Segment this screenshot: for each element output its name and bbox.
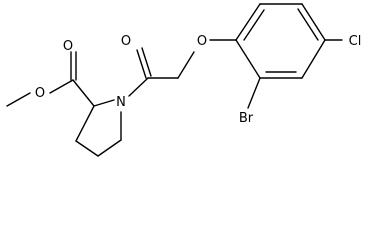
atom-label-ester-methoxy-o: O [35, 86, 45, 101]
bond-ring-c3-c4 [301, 39, 326, 79]
bond-ring-c6-c1 [235, 3, 261, 41]
bond-n-amide-c [128, 77, 149, 97]
atom-label-cl: Cl [349, 34, 362, 49]
bond-c2-n [93, 99, 115, 107]
atom-label-ring-n: N [116, 95, 126, 110]
atom-label-amide-o: O [121, 34, 131, 49]
bond-c4-c3 [75, 140, 99, 157]
atom-label-ether-o: O [197, 34, 207, 49]
bond-ring-c4-c5 [301, 3, 326, 41]
bond-c-br [247, 77, 261, 109]
bond-ring-c6-c1-inner [243, 9, 265, 41]
bond-methyl-o [6, 92, 31, 107]
bond-c5-c4 [97, 139, 122, 157]
bond-ring-c1-c2 [235, 39, 261, 79]
bond-carbonyl-c2 [72, 79, 95, 107]
molecule-diagram: O O N O O Br Cl [6, 3, 362, 157]
bond-amide-double-1 [136, 49, 147, 79]
bond-ch2-o [177, 51, 195, 79]
bond-amide-double-2 [141, 47, 152, 77]
bond-c3-c2 [75, 105, 95, 142]
bond-o-carbonyl [49, 79, 74, 94]
atom-label-ester-carbonyl-o: O [63, 39, 73, 54]
bond-ring-c4-c5-inner [297, 8, 319, 41]
atom-label-br: Br [239, 111, 254, 126]
structure-svg: O O N O O Br Cl [6, 3, 362, 157]
